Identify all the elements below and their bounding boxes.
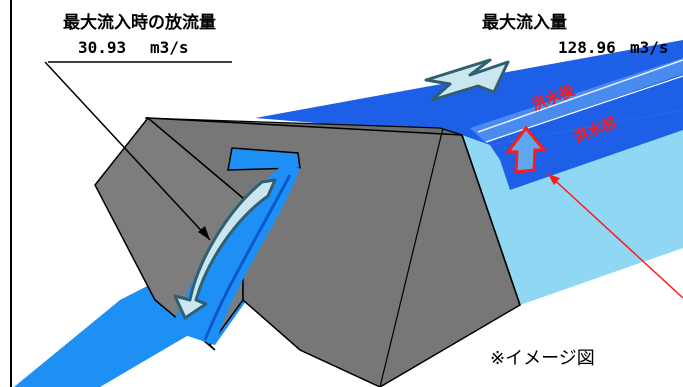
- dam-crease-line: [379, 127, 444, 387]
- level-line-before: [485, 75, 683, 143]
- reservoir-water-surface: [255, 40, 683, 145]
- outflow-value: 30.93: [78, 38, 127, 57]
- level-leader-line: [547, 173, 683, 299]
- inflow-unit: m3/s: [630, 38, 669, 57]
- inflow-arrow: [424, 58, 510, 102]
- discharge-arrow: [173, 178, 277, 320]
- outflow-title: 最大流入時の放流量: [63, 13, 216, 33]
- outflow-leader-arrowhead: [198, 226, 210, 240]
- level-line-after: [477, 59, 683, 133]
- spillway-water: [170, 165, 300, 345]
- rise-arrow: [505, 125, 548, 174]
- image-note: ※イメージ図: [490, 348, 595, 369]
- inflow-value: 128.96: [558, 38, 616, 57]
- inflow-title: 最大流入量: [482, 13, 567, 33]
- spillway-water-highlight: [203, 174, 292, 341]
- dam-edge-line: [461, 134, 521, 306]
- outflow-unit: m3/s: [150, 38, 189, 57]
- reservoir-front-strip: [490, 110, 683, 190]
- outflow-leader-line: [44, 61, 211, 241]
- level-leader-arrowhead: [548, 174, 560, 185]
